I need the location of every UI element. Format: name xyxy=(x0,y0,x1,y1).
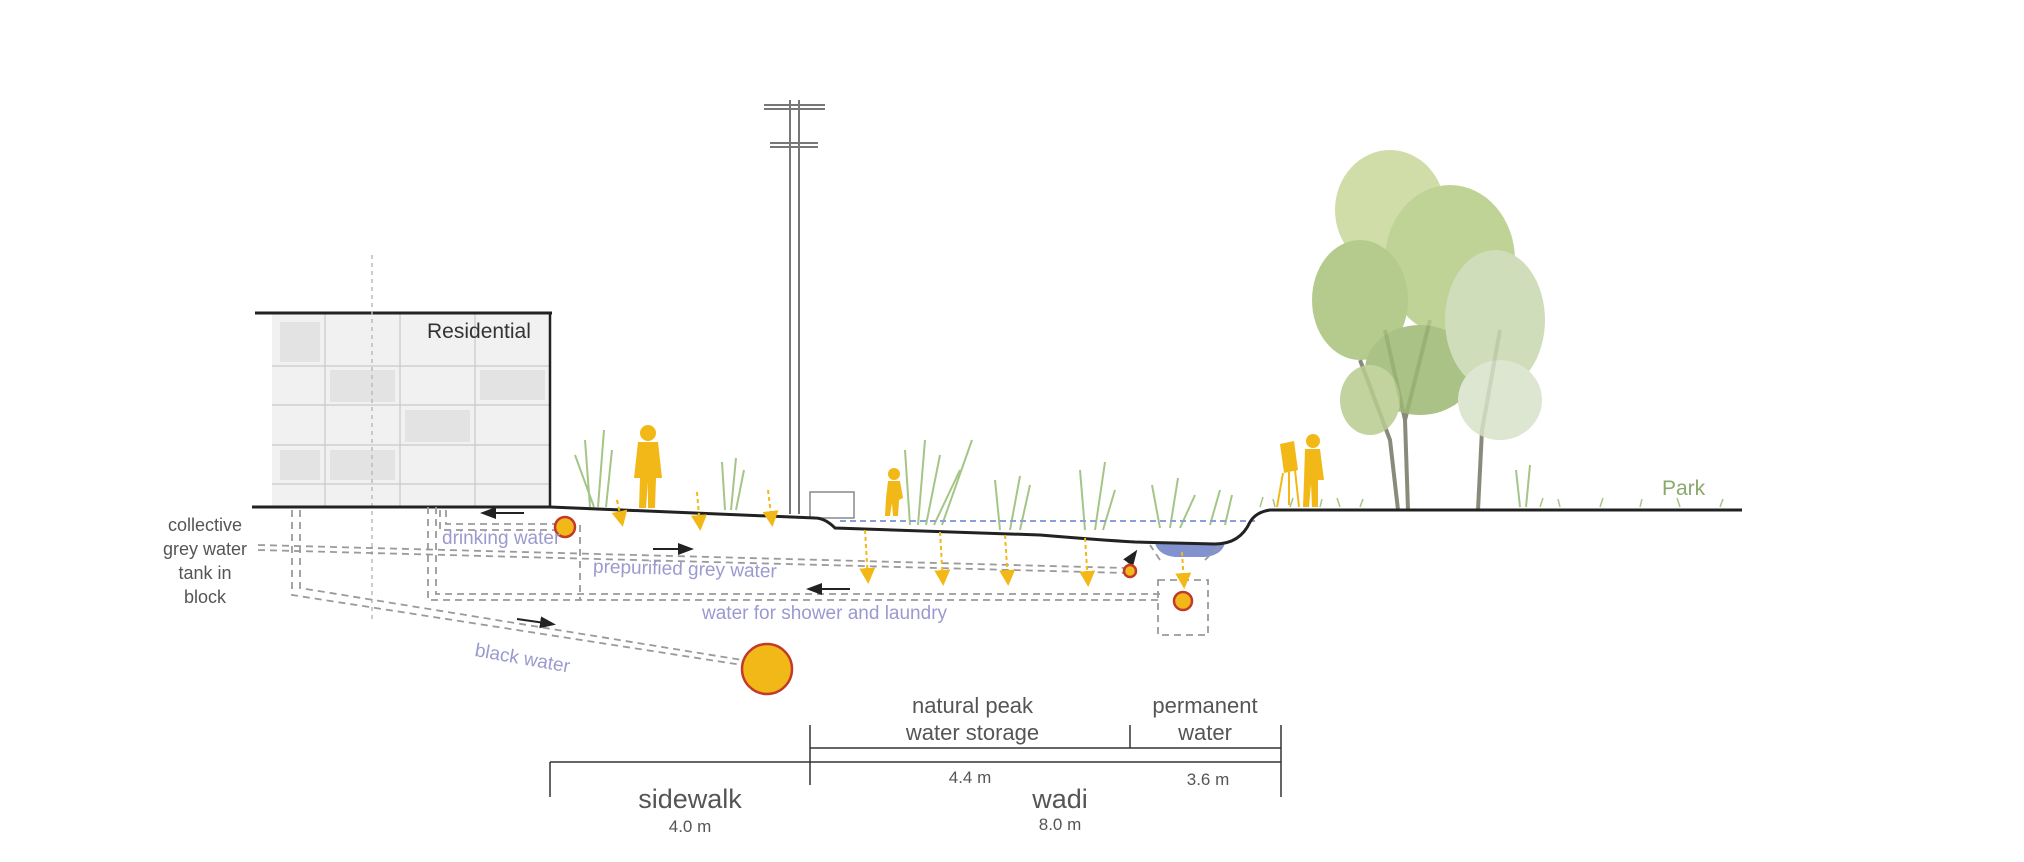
permanent-water xyxy=(1155,543,1225,557)
collective-tank-line-1: collective xyxy=(167,515,243,535)
wadi-width: 8.0 m xyxy=(1038,815,1082,834)
shower-water-tank xyxy=(1172,590,1194,612)
park-grass xyxy=(1259,496,1724,508)
collective-tank-line-3: tank in xyxy=(178,563,232,583)
permanent-water-line-1: permanent xyxy=(1152,693,1258,718)
park-trees xyxy=(1312,150,1545,511)
tanks xyxy=(553,515,1194,696)
collective-tank-line-4: block xyxy=(183,587,227,607)
peak-storage-line-1: natural peak xyxy=(911,693,1034,718)
light-pole xyxy=(764,100,825,514)
painter xyxy=(1276,434,1324,508)
child xyxy=(885,468,903,516)
drinking-water-tank xyxy=(553,515,577,539)
infiltration-arrows xyxy=(611,489,1192,589)
ground-line xyxy=(252,505,1742,546)
park-label: Park xyxy=(1662,477,1706,500)
flow-arrows xyxy=(480,507,1138,629)
peak-storage-width: 4.4 m xyxy=(948,768,992,787)
peak-storage-label: natural peak water storage xyxy=(880,692,1065,746)
permanent-water-line-2: water xyxy=(1178,720,1232,745)
collective-tank-line-2: grey water xyxy=(162,539,248,559)
collective-tank-label: collective grey water tank in block xyxy=(140,513,270,609)
dimension-lines xyxy=(549,725,1282,797)
permanent-water-width: 3.6 m xyxy=(1186,770,1230,789)
sidewalk-width: 4.0 m xyxy=(668,817,712,836)
residential-label: Residential xyxy=(427,320,531,343)
drinking-water-label: drinking water xyxy=(442,528,561,549)
permanent-water-label: permanent water xyxy=(1135,692,1275,746)
utility-box xyxy=(809,491,855,519)
person-walking xyxy=(634,425,662,508)
shower-laundry-water-label: water for shower and laundry xyxy=(702,603,948,624)
people xyxy=(634,425,1324,516)
black-water-tank xyxy=(740,642,794,696)
residential-building xyxy=(255,255,552,620)
vegetation xyxy=(574,429,1531,531)
peak-storage-line-2: water storage xyxy=(905,720,1040,745)
sidewalk-label: sidewalk xyxy=(638,784,742,814)
pipes xyxy=(257,507,1221,666)
grey-water-tank xyxy=(1122,563,1138,579)
wadi-label: wadi xyxy=(1032,784,1088,814)
